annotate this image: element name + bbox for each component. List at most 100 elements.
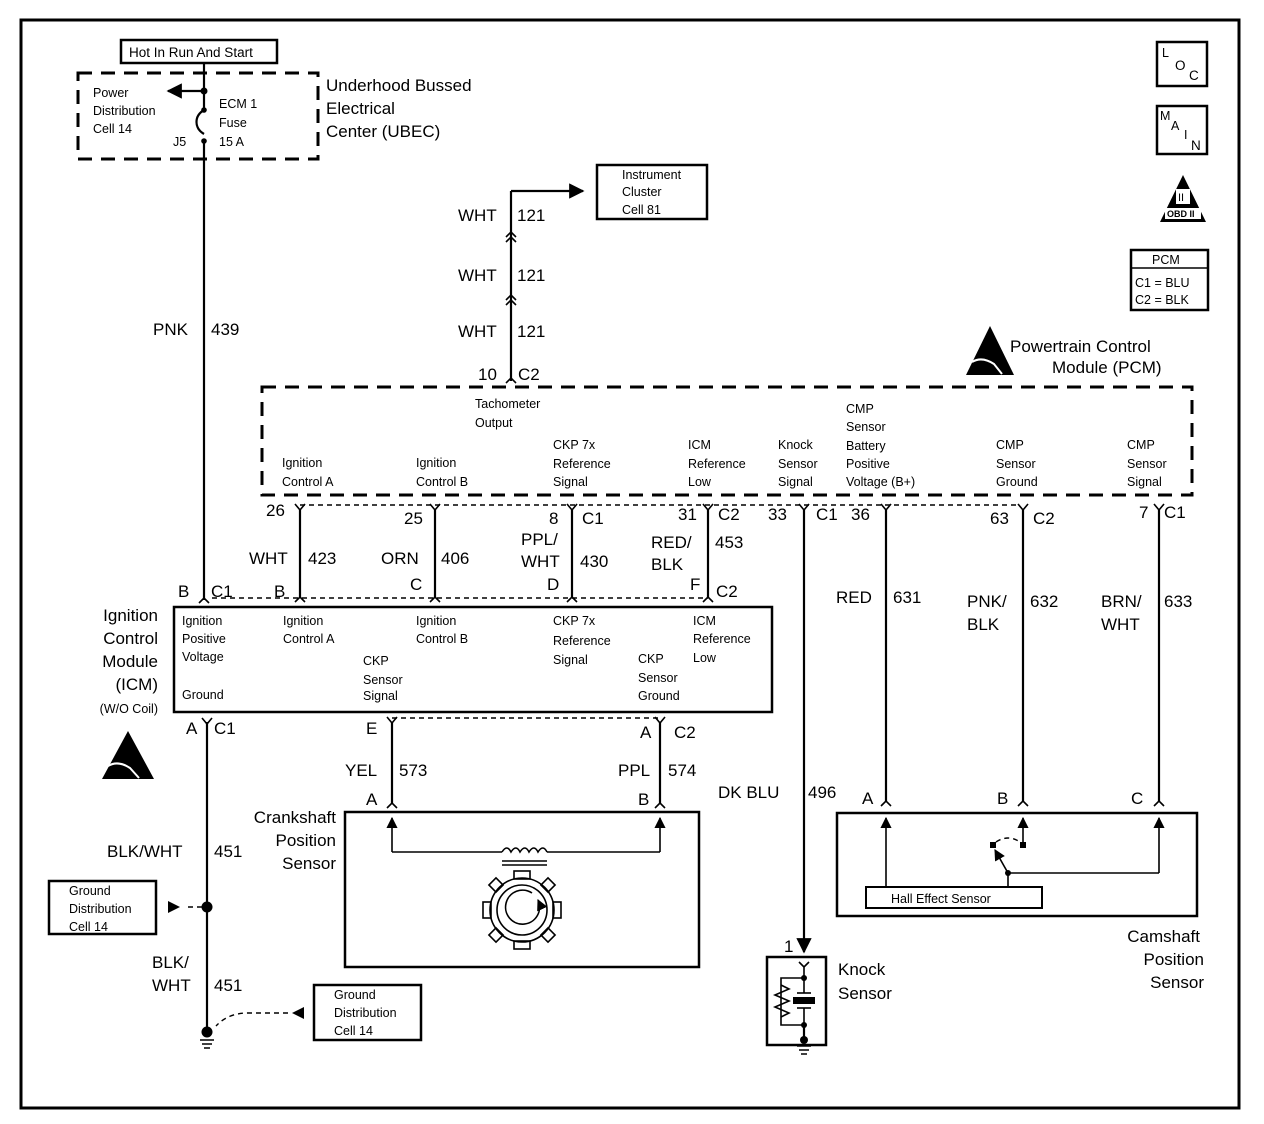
label-text: Battery <box>846 439 886 453</box>
wire-wht-121[interactable] <box>505 183 585 384</box>
wire-color-wht-423: WHT <box>249 549 288 568</box>
wire-orn-406[interactable] <box>429 503 441 603</box>
icm-pin-b: B <box>274 582 285 601</box>
label-text: CKP <box>363 654 389 668</box>
label-text: Control A <box>282 475 334 489</box>
label-text: Distribution <box>334 1006 397 1020</box>
wire-red-631[interactable] <box>880 503 892 807</box>
label-text: Ground <box>996 475 1038 489</box>
icm-terminal-ign-pos: Ignition Positive Voltage <box>182 614 226 664</box>
wire-circuit-406: 406 <box>441 549 469 568</box>
ubec-title-2: Electrical <box>326 99 395 118</box>
knock-sensor-block[interactable] <box>765 955 828 1055</box>
ground-wire-color-1: BLK/WHT <box>107 842 183 861</box>
pcm-pin-8: 8 <box>549 509 558 528</box>
fuse-label-1: ECM 1 <box>219 97 257 111</box>
label-text: Control B <box>416 632 468 646</box>
esd-icon-icm <box>102 731 154 779</box>
wire-wht-423[interactable] <box>294 503 306 603</box>
pcm-title-1: Powertrain Control <box>1010 337 1151 356</box>
wire-color-orn: ORN <box>381 549 419 568</box>
label-text: N <box>1191 138 1201 153</box>
label-text: Cluster <box>622 185 662 199</box>
label-text: Ignition <box>416 456 456 470</box>
icm-pin-f: F <box>690 575 700 594</box>
wire-ppl-574[interactable] <box>654 716 666 809</box>
icm-conn-f: C2 <box>716 582 738 601</box>
label-text: C2 = BLK <box>1135 293 1190 307</box>
wire-yel-573[interactable] <box>386 716 398 809</box>
obd-ii-icon[interactable]: II OBD II <box>1160 175 1206 222</box>
label-text: CKP <box>638 652 664 666</box>
label-text: Ground <box>69 884 111 898</box>
icm-block[interactable] <box>172 605 774 714</box>
knock-pin-1: 1 <box>784 937 793 956</box>
label-text: Sensor <box>778 457 818 471</box>
label-text: C <box>1189 68 1199 83</box>
instrument-cluster-box[interactable]: Instrument Cluster Cell 81 <box>595 163 709 221</box>
pcm-terminal-ign-b: Ignition Control B <box>416 456 468 489</box>
loc-icon[interactable]: L O C <box>1155 40 1209 88</box>
label-text: I <box>1184 128 1187 142</box>
label-text: Signal <box>553 475 588 489</box>
icm-conn-a-c2: C2 <box>674 723 696 742</box>
pcm-terminal-cmp-signal: CMP Sensor Signal <box>1127 438 1167 489</box>
wire-color-pnk-blk-1: PNK/ <box>967 592 1007 611</box>
wire-circuit-439: 439 <box>211 320 239 339</box>
icm-pin-b-c1: B <box>178 582 189 601</box>
pcm-pin-25: 25 <box>404 509 423 528</box>
pcm-terminal-cmp-ground: CMP Sensor Ground <box>996 438 1038 489</box>
wire-ppl-wht-430[interactable] <box>566 503 578 603</box>
pcm-connector-key: PCM C1 = BLU C2 = BLK <box>1129 248 1210 312</box>
ground-dist-box-2[interactable]: Ground Distribution Cell 14 <box>215 983 423 1042</box>
icm-pin-a-c1: A <box>186 719 198 738</box>
ckp-title-3: Sensor <box>282 854 336 873</box>
pcm-block[interactable] <box>260 385 1194 497</box>
ckp-sensor-block[interactable] <box>343 810 701 969</box>
label-text: Reference <box>688 457 746 471</box>
ground-symbol-icon <box>797 1045 811 1055</box>
icm-terminal-ign-a: Ignition Control A <box>283 614 335 646</box>
pcm-pin-63: 63 <box>990 509 1009 528</box>
main-icon[interactable]: M A I N <box>1155 104 1209 156</box>
wire-dk-blu-496[interactable] <box>796 503 812 954</box>
label-text: A <box>1171 119 1180 133</box>
label-text: Ignition <box>283 614 323 628</box>
cmp-pin-b: B <box>997 789 1008 808</box>
label-text: Cell 14 <box>334 1024 373 1038</box>
wire-circuit-633: 633 <box>1164 592 1192 611</box>
pcm-pin-36: 36 <box>851 505 870 524</box>
wire-color-brn-wht-1: BRN/ <box>1101 592 1142 611</box>
label-text: Positive <box>846 457 890 471</box>
label-text: Sensor <box>846 420 886 434</box>
pcm-conn-8: C1 <box>582 509 604 528</box>
wire-brn-wht-633[interactable] <box>1153 503 1165 807</box>
label-text: ICM <box>688 438 711 452</box>
ckp-pin-a: A <box>366 790 378 809</box>
wire-pnk-blk-632[interactable] <box>1017 503 1029 807</box>
wire-red-blk-453[interactable] <box>702 503 714 603</box>
fuse-label-3: 15 A <box>219 135 245 149</box>
icm-title-1: Ignition <box>103 606 158 625</box>
wire-color-red-blk-2: BLK <box>651 555 684 574</box>
label-text: Distribution <box>69 902 132 916</box>
ground-wire-circuit-1: 451 <box>214 842 242 861</box>
esd-icon-pcm <box>966 326 1014 375</box>
icm-pin-d: D <box>547 575 559 594</box>
ground-dist-box-1[interactable]: Ground Distribution Cell 14 <box>47 879 202 936</box>
wire-blk-wht-451[interactable] <box>200 717 214 1049</box>
reluctor-wheel-icon <box>482 870 562 950</box>
cmp-sensor-block[interactable]: Hall Effect Sensor <box>835 811 1199 918</box>
label-text: CKP 7x <box>553 614 596 628</box>
label-text: Low <box>688 475 712 489</box>
tach-conn: C2 <box>518 365 540 384</box>
pcm-conn-33: C1 <box>816 505 838 524</box>
tach-wire-circuit-3: 121 <box>517 322 545 341</box>
ckp-pin-b: B <box>638 790 649 809</box>
power-dist-2: Distribution <box>93 104 156 118</box>
label-text: Signal <box>1127 475 1162 489</box>
label-text: M <box>1160 109 1170 123</box>
power-dist-3: Cell 14 <box>93 122 132 136</box>
label-text: Signal <box>778 475 813 489</box>
